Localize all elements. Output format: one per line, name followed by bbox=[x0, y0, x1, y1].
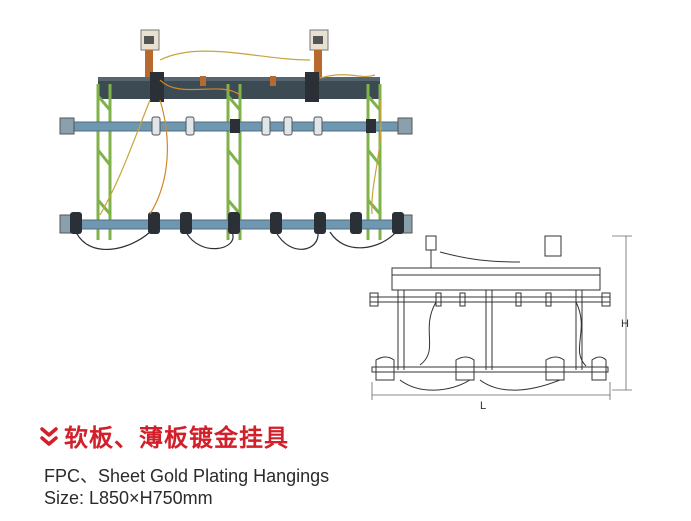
chevron-down-icon bbox=[40, 427, 58, 446]
product-title-cn: 软板、薄板镀金挂具 bbox=[40, 418, 289, 453]
product-size: Size: L850×H750mm bbox=[44, 488, 213, 508]
upper-rail bbox=[59, 116, 413, 136]
product-title-en: FPC、Sheet Gold Plating Hangings bbox=[44, 466, 330, 486]
top-hook-left bbox=[140, 29, 160, 80]
top-hook-right bbox=[309, 29, 329, 80]
dimension-length-label: L bbox=[480, 400, 486, 412]
frame-left bbox=[96, 84, 112, 240]
dimension-height-label: H bbox=[621, 318, 629, 330]
lower-rail bbox=[59, 212, 413, 234]
frame-right bbox=[366, 84, 382, 240]
frame-middle bbox=[226, 84, 242, 240]
wires bbox=[75, 50, 397, 250]
product-title-cn-text: 软板、薄板镀金挂具 bbox=[64, 424, 289, 452]
